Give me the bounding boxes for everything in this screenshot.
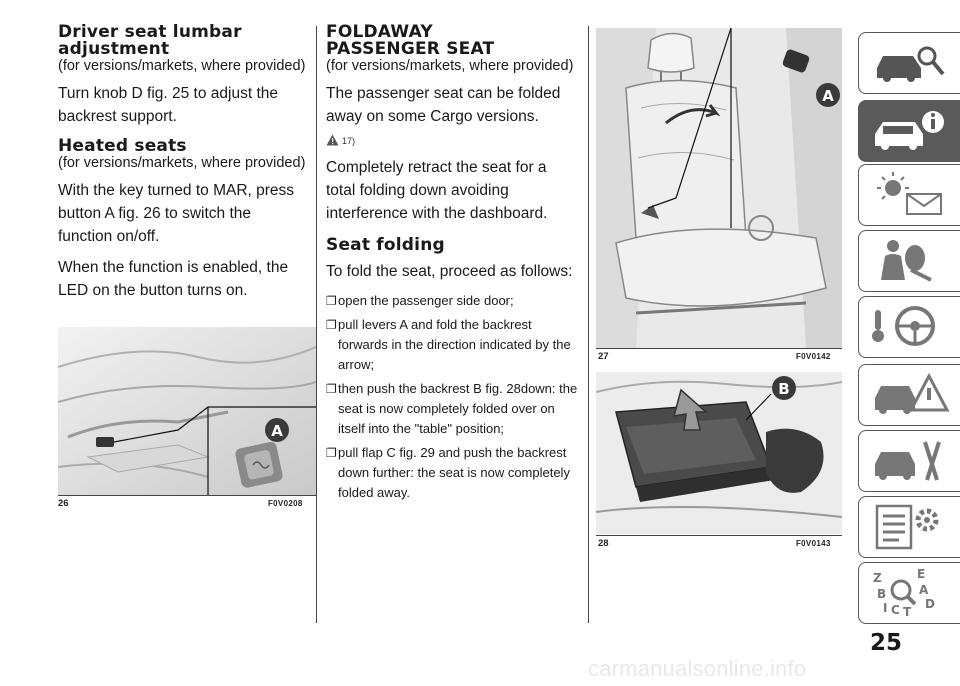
- left-column: Driver seat lumbar adjustment (for versi…: [58, 24, 308, 302]
- car-search-icon: [877, 46, 945, 82]
- tab-servicing-and-care[interactable]: [858, 430, 960, 492]
- tab-index[interactable]: Z E A B D I C T: [858, 562, 960, 624]
- list-item: ❐ then push the backrest B fig. 28down: …: [326, 379, 578, 439]
- tab-in-an-emergency[interactable]: [858, 364, 960, 426]
- figure-28-folded-seat: B: [596, 372, 842, 534]
- steering-wheel-key-icon: [872, 306, 935, 346]
- seat-folding-intro: To fold the seat, proceed as follows:: [326, 263, 573, 280]
- figure-26-code: F0V0208: [268, 499, 303, 508]
- passenger-seat-illustration: A: [596, 28, 842, 348]
- warning-reference-number: 17): [342, 136, 356, 146]
- column-divider-left: [316, 26, 317, 623]
- foldaway-heading: FOLDAWAY PASSENGER SEAT: [326, 22, 495, 59]
- list-item: ❐ pull levers A and fold the backrest fo…: [326, 315, 578, 375]
- specifications-gear-icon: [875, 504, 939, 550]
- warning-light-message-icon: [877, 172, 942, 215]
- foldaway-availability-note: (for versions/markets, where provided): [326, 58, 574, 74]
- column-divider-right: [588, 26, 589, 623]
- heated-instructions: With the key turned to MAR, press button…: [58, 182, 295, 245]
- car-info-icon: [875, 111, 944, 150]
- warning-reference: 17): [326, 134, 578, 154]
- airbag-person-icon: [881, 240, 932, 282]
- heated-seat-button-illustration: A: [58, 327, 316, 495]
- checkbox-bullet-icon: ❐: [326, 318, 337, 332]
- checkbox-bullet-icon: ❐: [326, 382, 337, 396]
- lumbar-instructions: Turn knob D fig. 25 to adjust the backre…: [58, 85, 278, 125]
- retract-instructions: Completely retract the seat for a total …: [326, 159, 548, 222]
- watermark: carmanualsonline.info: [588, 656, 807, 681]
- svg-text:I: I: [883, 601, 887, 615]
- tab-getting-to-know-instruments[interactable]: [858, 100, 960, 162]
- figure-27-code: F0V0142: [796, 352, 831, 361]
- tab-starting-and-driving[interactable]: [858, 296, 960, 358]
- checkbox-bullet-icon: ❐: [326, 446, 337, 460]
- figure-28-callout-b: B: [778, 380, 789, 398]
- list-item: ❐ open the passenger side door;: [326, 291, 578, 311]
- figure-28-caption-rule: [596, 535, 842, 536]
- tab-safety[interactable]: [858, 230, 960, 292]
- figure-28-code: F0V0143: [796, 539, 831, 548]
- checkbox-bullet-icon: ❐: [326, 294, 337, 308]
- lumbar-heading: Driver seat lumbar adjustment: [58, 22, 242, 59]
- figure-27-callout-a: A: [822, 87, 834, 105]
- svg-text:Z: Z: [873, 571, 882, 585]
- figure-27-passenger-seat-levers: A: [596, 28, 842, 348]
- svg-text:E: E: [917, 568, 925, 581]
- foldaway-intro: The passenger seat can be folded away on…: [326, 85, 561, 125]
- svg-text:T: T: [903, 605, 912, 618]
- seat-folding-heading: Seat folding: [326, 235, 445, 255]
- list-item: ❐ pull flap C fig. 29 and push the backr…: [326, 443, 578, 503]
- heated-availability-note: (for versions/markets, where provided): [58, 155, 306, 171]
- middle-column: FOLDAWAY PASSENGER SEAT (for versions/ma…: [326, 24, 578, 507]
- seat-folding-steps: ❐ open the passenger side door; ❐ pull l…: [326, 291, 578, 503]
- index-search-icon: Z E A B D I C T: [873, 568, 935, 618]
- heated-led-note: When the function is enabled, the LED on…: [58, 259, 289, 299]
- figure-26-number: 26: [58, 498, 69, 509]
- car-emergency-icon: [875, 372, 950, 414]
- figure-26-caption-rule: [58, 495, 316, 496]
- svg-text:C: C: [891, 603, 900, 617]
- figure-27-caption-rule: [596, 348, 842, 349]
- tab-technical-specifications[interactable]: [858, 496, 960, 558]
- figure-28-number: 28: [598, 538, 609, 549]
- tab-knowing-your-vehicle[interactable]: [858, 32, 960, 94]
- tab-warning-lights[interactable]: [858, 164, 960, 226]
- svg-text:A: A: [919, 583, 929, 597]
- page-number: 25: [870, 630, 903, 656]
- figure-26-callout-a: A: [271, 422, 283, 440]
- svg-text:D: D: [925, 597, 935, 611]
- warning-triangle-icon: [326, 134, 339, 146]
- figure-26-heated-seat-button: A: [58, 327, 316, 495]
- folded-seat-illustration: B: [596, 372, 842, 534]
- car-service-tools-icon: [875, 441, 941, 481]
- svg-text:B: B: [877, 587, 886, 601]
- figure-27-number: 27: [598, 351, 609, 362]
- lumbar-availability-note: (for versions/markets, where provided): [58, 58, 306, 74]
- heated-seats-heading: Heated seats: [58, 136, 187, 156]
